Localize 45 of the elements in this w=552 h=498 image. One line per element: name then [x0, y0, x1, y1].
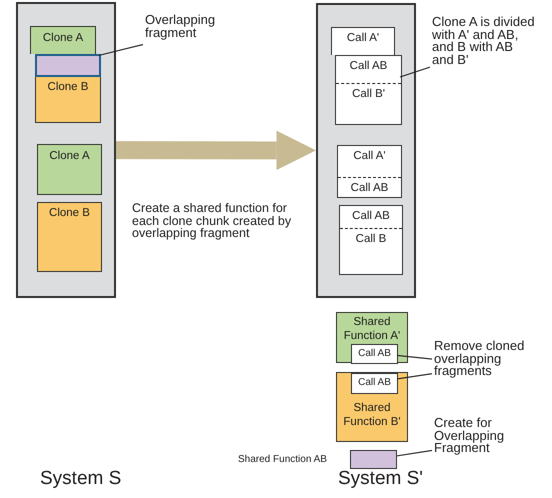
box-label: Call AB: [350, 181, 390, 195]
call-box: [339, 205, 403, 275]
note-text: Clone A is divided with A' and AB, and B with AB and B': [431, 16, 536, 66]
system-panel: [316, 3, 416, 298]
clone-box: [37, 144, 102, 195]
shared-function-box: [336, 372, 408, 442]
system-title: System S': [338, 468, 423, 490]
box-label: Call AB: [357, 376, 392, 390]
clone-box: [37, 202, 102, 272]
edge-label: Create a shared function for each clone chunk created by overlapping fragment: [132, 202, 292, 240]
leader-line: [396, 354, 432, 360]
box-label: Call AB: [351, 209, 391, 223]
system-title: System S: [40, 468, 122, 490]
box-label: Call A': [352, 149, 387, 163]
box-label: Call AB: [357, 347, 392, 361]
note-text: Create for Overlapping Fragment: [433, 417, 506, 454]
box-label: Clone A: [48, 149, 91, 163]
box-label: Shared Function A': [342, 315, 402, 343]
call-box: [335, 55, 402, 125]
leader-line: [98, 44, 144, 56]
shared-function-box: [350, 450, 397, 469]
box-label: Call B': [351, 87, 386, 101]
call-box: [351, 344, 398, 364]
leader-line: [396, 450, 432, 456]
clone-box: [35, 77, 101, 123]
clone-box: [30, 26, 96, 54]
call-box: [337, 145, 402, 198]
overlapping-fragment: [35, 54, 101, 77]
note-text: Overlapping fragment: [144, 14, 216, 39]
box-label: Clone B: [48, 206, 91, 220]
node-caption: Shared Function AB: [238, 453, 327, 466]
box-label: Call B: [354, 232, 388, 246]
block-arrow: [116, 130, 316, 170]
box-label: Clone B: [46, 80, 90, 94]
call-box: [331, 27, 395, 55]
box-label: Clone A: [42, 31, 84, 45]
system-panel: [16, 2, 116, 298]
note-text: Remove cloned overlapping fragments: [433, 340, 526, 378]
box-label: Shared Function B': [342, 401, 402, 429]
shared-function-box: [336, 312, 408, 363]
box-label: Call AB: [348, 59, 388, 73]
leader-line: [396, 373, 432, 380]
box-label: Call A': [346, 31, 380, 45]
leader-line: [400, 66, 430, 78]
call-box: [351, 373, 398, 394]
